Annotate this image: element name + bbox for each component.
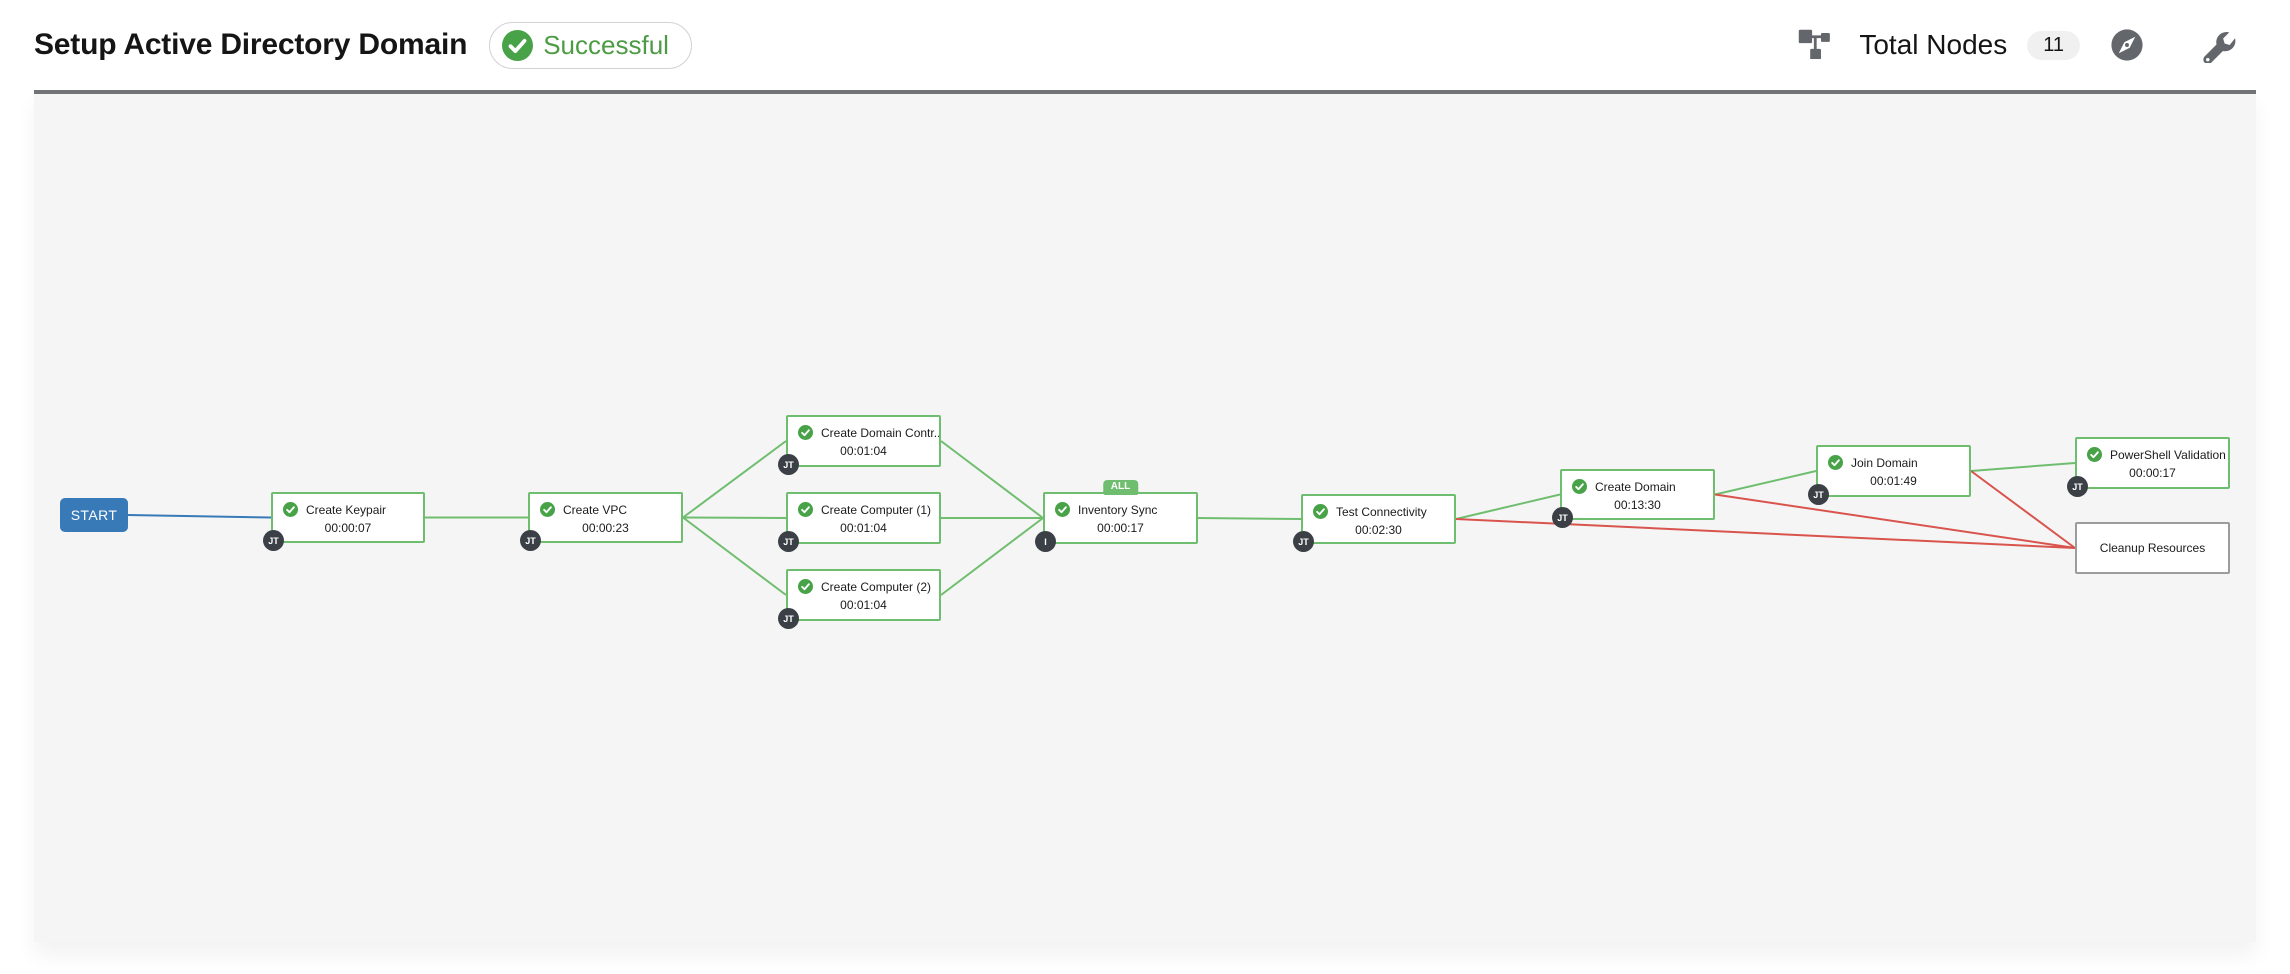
node-type-badge-i: I [1035,531,1056,552]
node-success-icon [1313,504,1328,519]
node-elapsed-time: 00:00:17 [2129,466,2176,480]
node-success-icon [1828,455,1843,470]
node-label: Create Domain Contr... [821,425,939,440]
workflow-topology-icon [1797,26,1831,64]
status-badge-label: Successful [543,29,669,60]
workflow-node-cleanup_resources[interactable]: Cleanup Resources [2075,522,2230,574]
total-nodes-label: Total Nodes [1859,29,2008,60]
workflow-link-inventory_sync-to-test_connectivity [1197,517,1302,520]
workflow-link-create_domain-to-cleanup_resources [1714,493,2076,549]
workflow-link-join_domain-to-powershell_validation [1970,462,2076,472]
node-title-row: Create VPC [530,494,681,517]
node-label: Join Domain [1851,455,1918,470]
node-type-badge-jt: JT [778,454,799,475]
node-label: START [70,507,118,523]
node-title-row: Create Computer (1) [788,494,939,517]
node-type-badge-jt: JT [778,531,799,552]
node-success-icon [283,502,298,517]
node-elapsed-time: 00:01:04 [840,444,887,458]
node-success-icon [2087,447,2102,462]
node-type-badge-jt: JT [2067,476,2088,497]
node-type-badge-jt: JT [1808,484,1829,505]
workflow-link-create_vpc-to-create_computer_1 [682,516,787,519]
node-title-row: Inventory Sync [1045,494,1196,517]
total-nodes-count: 11 [2027,30,2080,60]
node-type-badge-jt: JT [1552,507,1573,528]
node-title-row: Create Domain Contr... [788,417,939,440]
node-title-row: Create Keypair [273,494,423,517]
node-elapsed-time: 00:00:23 [582,521,629,535]
node-success-icon [540,502,555,517]
node-label: PowerShell Validation [2110,447,2226,462]
status-badge: Successful [489,21,692,69]
node-label: Inventory Sync [1078,502,1158,517]
node-elapsed-time: 00:01:49 [1870,474,1917,488]
node-elapsed-time: 00:02:30 [1355,523,1402,537]
node-label: Create VPC [563,502,628,517]
node-success-icon [1055,502,1070,517]
workflow-link-join_domain-to-cleanup_resources [1970,470,2076,549]
workflow-link-create_computer_2-to-inventory_sync [940,517,1044,596]
workflow-link-test_connectivity-to-create_domain [1455,493,1561,520]
workflow-link-create_vpc-to-create_computer_2 [682,516,787,596]
node-success-icon [1572,479,1587,494]
node-type-badge-jt: JT [1293,531,1314,552]
node-elapsed-time: 00:01:04 [840,598,887,612]
node-label: Create Computer (2) [821,579,932,594]
workflow-link-start-to-create_keypair [127,514,272,519]
node-elapsed-time: 00:00:07 [324,521,372,535]
header-toolbar: Total Nodes 11 [1797,26,2238,64]
node-label: Test Connectivity [1336,504,1427,519]
node-title-row: PowerShell Validation [2077,439,2228,462]
node-elapsed-time: 00:00:17 [1097,521,1144,535]
node-label: Cleanup Resources [2099,541,2206,555]
node-success-icon [798,579,813,594]
node-label: Create Keypair [306,502,387,517]
workflow-link-create_vpc-to-create_domain_controller [682,440,787,519]
node-label: Create Domain [1595,479,1676,494]
node-elapsed-time: 00:01:04 [840,521,887,535]
node-title-row: Join Domain [1818,447,1969,470]
convergence-all-badge: ALL [1102,480,1139,495]
tools-wrench-button[interactable] [2200,27,2238,63]
workflow-output-header: Setup Active Directory Domain Successful… [0,0,2290,90]
workflow-link-create_domain_controller-to-inventory_sync [940,440,1044,519]
node-success-icon [798,502,813,517]
page-title: Setup Active Directory Domain [34,28,468,61]
node-title-row: Test Connectivity [1303,496,1454,519]
node-elapsed-time: 00:13:30 [1614,498,1661,512]
legend-compass-button[interactable] [2110,28,2144,62]
node-title-row: Create Computer (2) [788,571,939,594]
node-type-badge-jt: JT [520,530,541,551]
workflow-node-start[interactable]: START [60,498,128,532]
node-title-row: Create Domain [1562,471,1713,494]
node-type-badge-jt: JT [778,608,799,629]
workflow-link-create_domain-to-join_domain [1714,470,1817,496]
node-label: Create Computer (1) [821,502,932,517]
node-type-badge-jt: JT [263,530,284,551]
node-success-icon [798,425,813,440]
success-check-icon [502,29,534,61]
